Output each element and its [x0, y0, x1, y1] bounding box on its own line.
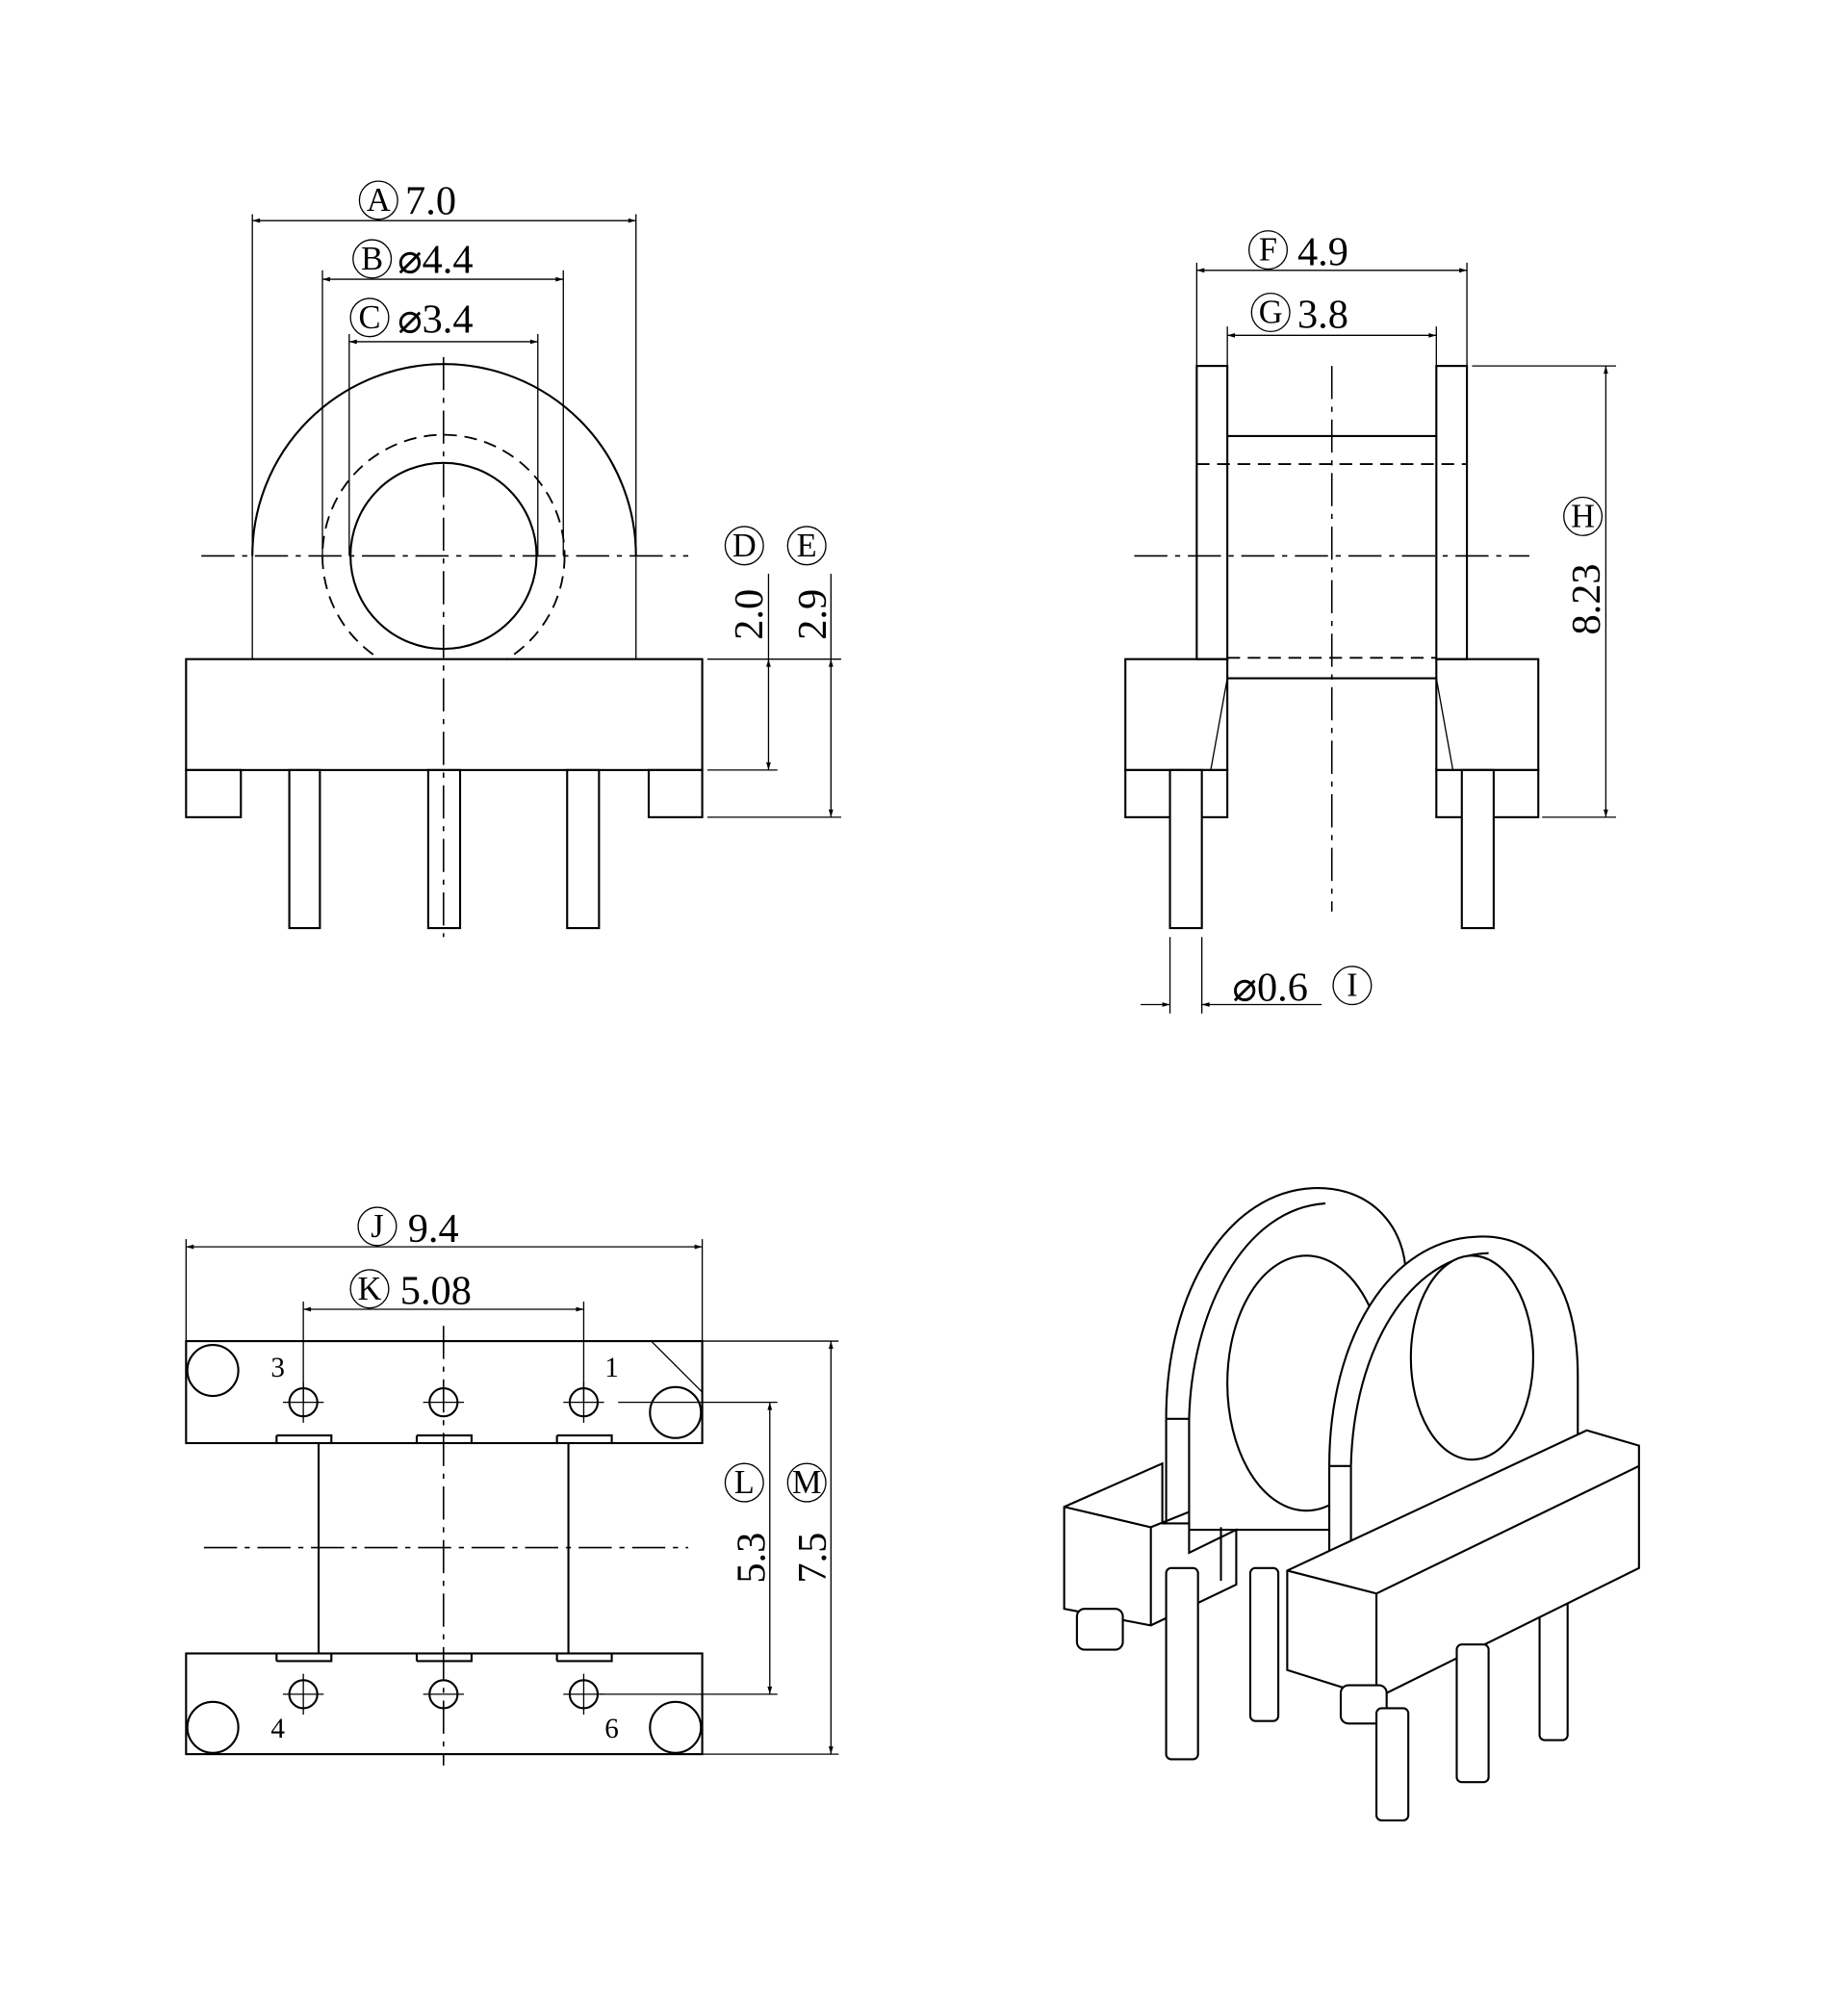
dim-label-c: C ⌀3.4 — [349, 297, 474, 343]
dim-label-b: B ⌀4.4 — [352, 237, 474, 282]
dim-value: 8.23 — [1564, 563, 1609, 634]
dim-value: 9.4 — [408, 1206, 459, 1252]
dim-value: 4.9 — [1297, 230, 1348, 275]
pin-number-6: 6 — [604, 1714, 619, 1744]
label-letter: E — [797, 528, 817, 564]
isometric-view — [1063, 1187, 1640, 1822]
dim-label-k: K 5.08 — [349, 1269, 472, 1314]
label-letter: C — [359, 299, 381, 336]
label-letter: J — [371, 1208, 383, 1245]
bottom-view: 3 1 4 6 J 9.4 K 5.08 L 5.3 M 7.5 — [185, 1206, 839, 1767]
pin-number-4: 4 — [270, 1714, 285, 1744]
label-letter: A — [367, 182, 391, 219]
dim-value: 3.8 — [1297, 292, 1348, 337]
label-letter: B — [361, 241, 383, 277]
dim-value: ⌀0.6 — [1232, 966, 1307, 1011]
label-letter: L — [734, 1464, 755, 1501]
dim-label-e: E 2.9 — [786, 526, 835, 640]
dim-label-l: L 5.3 — [724, 1462, 774, 1584]
side-view: F 4.9 G 3.8 H 8.23 I ⌀0.6 — [1124, 230, 1617, 1014]
pin-number-3: 3 — [270, 1353, 285, 1383]
pin-number-1: 1 — [604, 1353, 619, 1383]
dim-label-h: H 8.23 — [1563, 496, 1609, 635]
dim-value: 2.0 — [727, 589, 772, 640]
dim-value: ⌀4.4 — [398, 237, 473, 282]
dim-label-f: F 4.9 — [1247, 230, 1348, 275]
label-letter: M — [792, 1464, 822, 1501]
label-letter: I — [1347, 968, 1357, 1004]
dim-value: 7.0 — [405, 179, 456, 224]
label-letter: F — [1259, 232, 1277, 269]
label-letter: D — [732, 528, 757, 564]
dim-value: 2.9 — [790, 589, 835, 640]
dim-label-j: J 9.4 — [357, 1206, 459, 1252]
dim-label-d: D 2.0 — [724, 526, 772, 640]
dim-label-g: G 3.8 — [1250, 292, 1348, 337]
front-view: A 7.0 B ⌀4.4 C ⌀3.4 D 2.0 E 2.9 — [185, 179, 841, 938]
dim-value: 7.5 — [790, 1533, 835, 1584]
dim-label-a: A 7.0 — [358, 179, 456, 224]
dim-label-i: I ⌀0.6 — [1232, 966, 1373, 1011]
label-letter: G — [1259, 295, 1283, 331]
dim-value: 5.3 — [729, 1533, 774, 1584]
dim-value: 5.08 — [400, 1269, 472, 1314]
dim-value: ⌀3.4 — [398, 297, 473, 343]
label-letter: H — [1571, 498, 1595, 534]
dim-label-m: M 7.5 — [786, 1462, 835, 1584]
label-letter: K — [358, 1271, 382, 1307]
